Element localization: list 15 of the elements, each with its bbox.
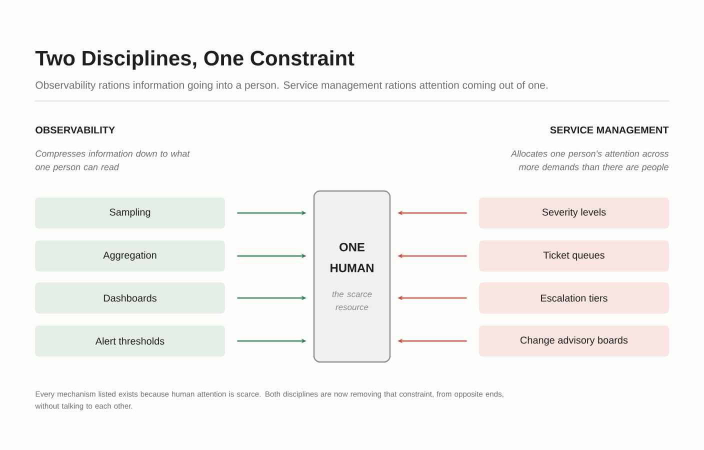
description: Compresses information down to what one person can read <box>36 150 190 172</box>
mechanism-box: Aggregation <box>35 240 225 272</box>
mechanism-box: Escalation tiers <box>479 282 669 314</box>
mechanism-box: Dashboards <box>35 282 225 314</box>
mechanism-box: Change advisory boards <box>479 326 669 356</box>
central-box: ONE HUMAN the scarce resource <box>313 190 391 363</box>
subtitle: Observability rations information going into a person. Service management rations attention coming out of one. <box>36 81 548 91</box>
mechanism-box: Severity levels <box>479 198 669 228</box>
description: Allocates one person's attention across more demands than there are people <box>510 150 669 172</box>
mechanism-box: Sampling <box>35 198 225 228</box>
title: Two Disciplines, One Constraint <box>35 50 354 70</box>
mechanism-box: Ticket queues <box>479 240 669 272</box>
mechanism-box: Alert thresholds <box>35 326 225 356</box>
section-heading: SERVICE MANAGEMENT <box>550 126 669 134</box>
section-heading: OBSERVABILITY <box>36 126 115 134</box>
